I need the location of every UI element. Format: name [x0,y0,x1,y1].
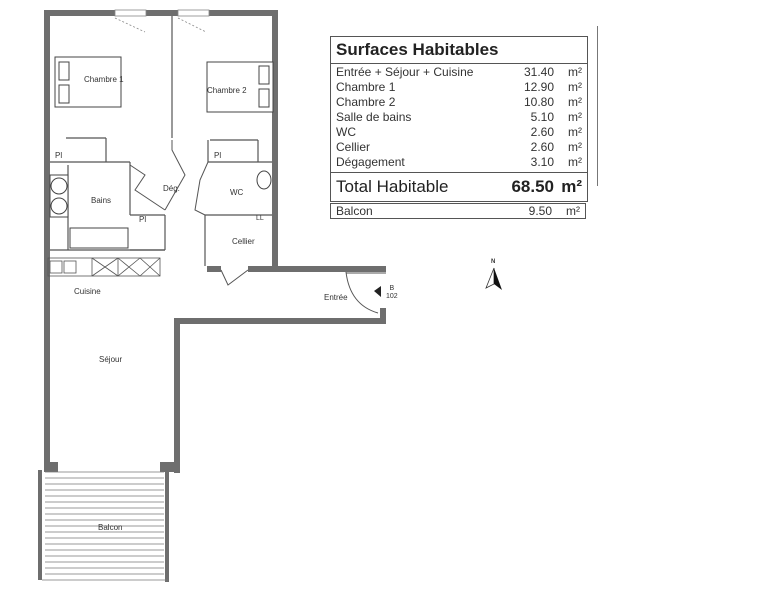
entry-marker-number: 102 [386,293,398,300]
surface-name: Cellier [336,140,371,154]
surface-unit: m² [568,140,582,154]
compass-label: N [491,259,496,265]
surfaces-title: Surfaces Habitables [331,37,587,64]
compass-north-icon [485,267,502,290]
surface-unit: m² [568,155,582,169]
surface-unit: m² [568,80,582,94]
room-label-entree: Entrée [324,293,348,302]
surface-row: WC 2.60 m² [331,125,587,140]
closet-label-chambre2: Pl [214,151,222,160]
room-label-cellier: Cellier [232,237,255,246]
surface-value: 5.10 [530,110,554,124]
total-row: Total Habitable 68.50 m² [331,173,587,201]
balcon-row: Balcon 9.50 m² [330,203,586,219]
surface-value: 3.10 [530,155,554,169]
surface-name: WC [336,125,356,139]
entry-arrow-icon [374,286,381,297]
surface-row: Dégagement 3.10 m² [331,155,587,170]
room-label-cuisine: Cuisine [74,287,101,296]
surface-value: 2.60 [530,140,554,154]
balcon-label: Balcon [336,204,373,218]
surface-name: Chambre 1 [336,80,396,94]
surface-value: 31.40 [523,65,554,79]
laundry-label: LL [256,215,264,222]
room-label-chambre1: Chambre 1 [84,75,124,84]
room-label-chambre2: Chambre 2 [207,86,247,95]
surface-row: Entrée + Séjour + Cuisine 31.40 m² [331,65,587,80]
surface-name: Salle de bains [336,110,412,124]
room-label-sejour: Séjour [99,355,123,364]
total-unit: m² [561,177,582,196]
surface-name: Entrée + Séjour + Cuisine [336,65,474,79]
room-label-bains: Bains [91,196,112,205]
surface-unit: m² [568,65,582,79]
room-label-wc: WC [230,188,244,197]
surface-unit: m² [568,110,582,124]
room-label-degagement: Dég. [163,184,180,193]
surface-value: 10.80 [523,95,554,109]
surface-unit: m² [568,95,582,109]
surface-name: Dégagement [336,155,405,169]
entry-marker: B 102 [386,285,398,301]
surface-row: Salle de bains 5.10 m² [331,110,587,125]
surface-value: 2.60 [530,125,554,139]
surface-row: Chambre 1 12.90 m² [331,80,587,95]
divider-line [597,26,598,186]
total-value: 68.50 [511,177,554,196]
surfaces-table: Surfaces Habitables Entrée + Séjour + Cu… [330,36,588,202]
entry-marker-letter: B [389,285,395,292]
surface-row: Cellier 2.60 m² [331,140,587,155]
surface-name: Chambre 2 [336,95,396,109]
closet-label-chambre1: Pl [55,151,63,160]
surface-unit: m² [568,125,582,139]
closet-label-deg: Pl [139,215,147,224]
room-label-balcon: Balcon [98,523,123,532]
balcon-value: 9.50 [528,204,552,218]
balcon-unit: m² [566,204,580,218]
total-label: Total Habitable [336,177,449,196]
surface-row: Chambre 2 10.80 m² [331,95,587,110]
surface-value: 12.90 [523,80,554,94]
